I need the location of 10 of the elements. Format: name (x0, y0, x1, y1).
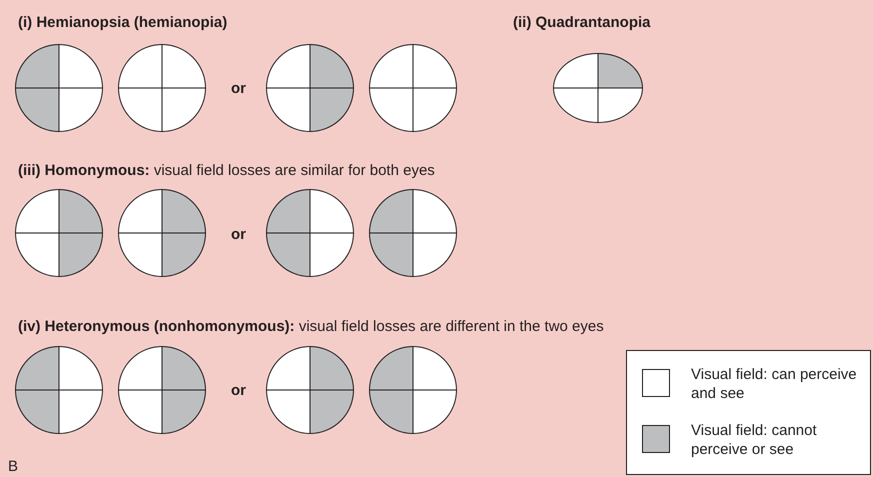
section-heading: (iv) Heteronymous (nonhomonymous): visual field losses are different in the two eyes (18, 318, 604, 335)
section-heading: (iii) Homonymous: visual field losses are similar for both eyes (18, 162, 435, 179)
separator-text: or (231, 382, 246, 399)
separator-text: B (8, 458, 18, 475)
section-heading: (ii) Quadrantanopia (513, 14, 651, 31)
separator-text: or (231, 80, 246, 97)
separator-text: or (231, 226, 246, 243)
section-heading: (i) Hemianopsia (hemianopia) (18, 14, 228, 31)
legend-text: Visual field: can perceive and see (691, 365, 858, 403)
legend-text: Visual field: cannot perceive or see (691, 421, 818, 459)
